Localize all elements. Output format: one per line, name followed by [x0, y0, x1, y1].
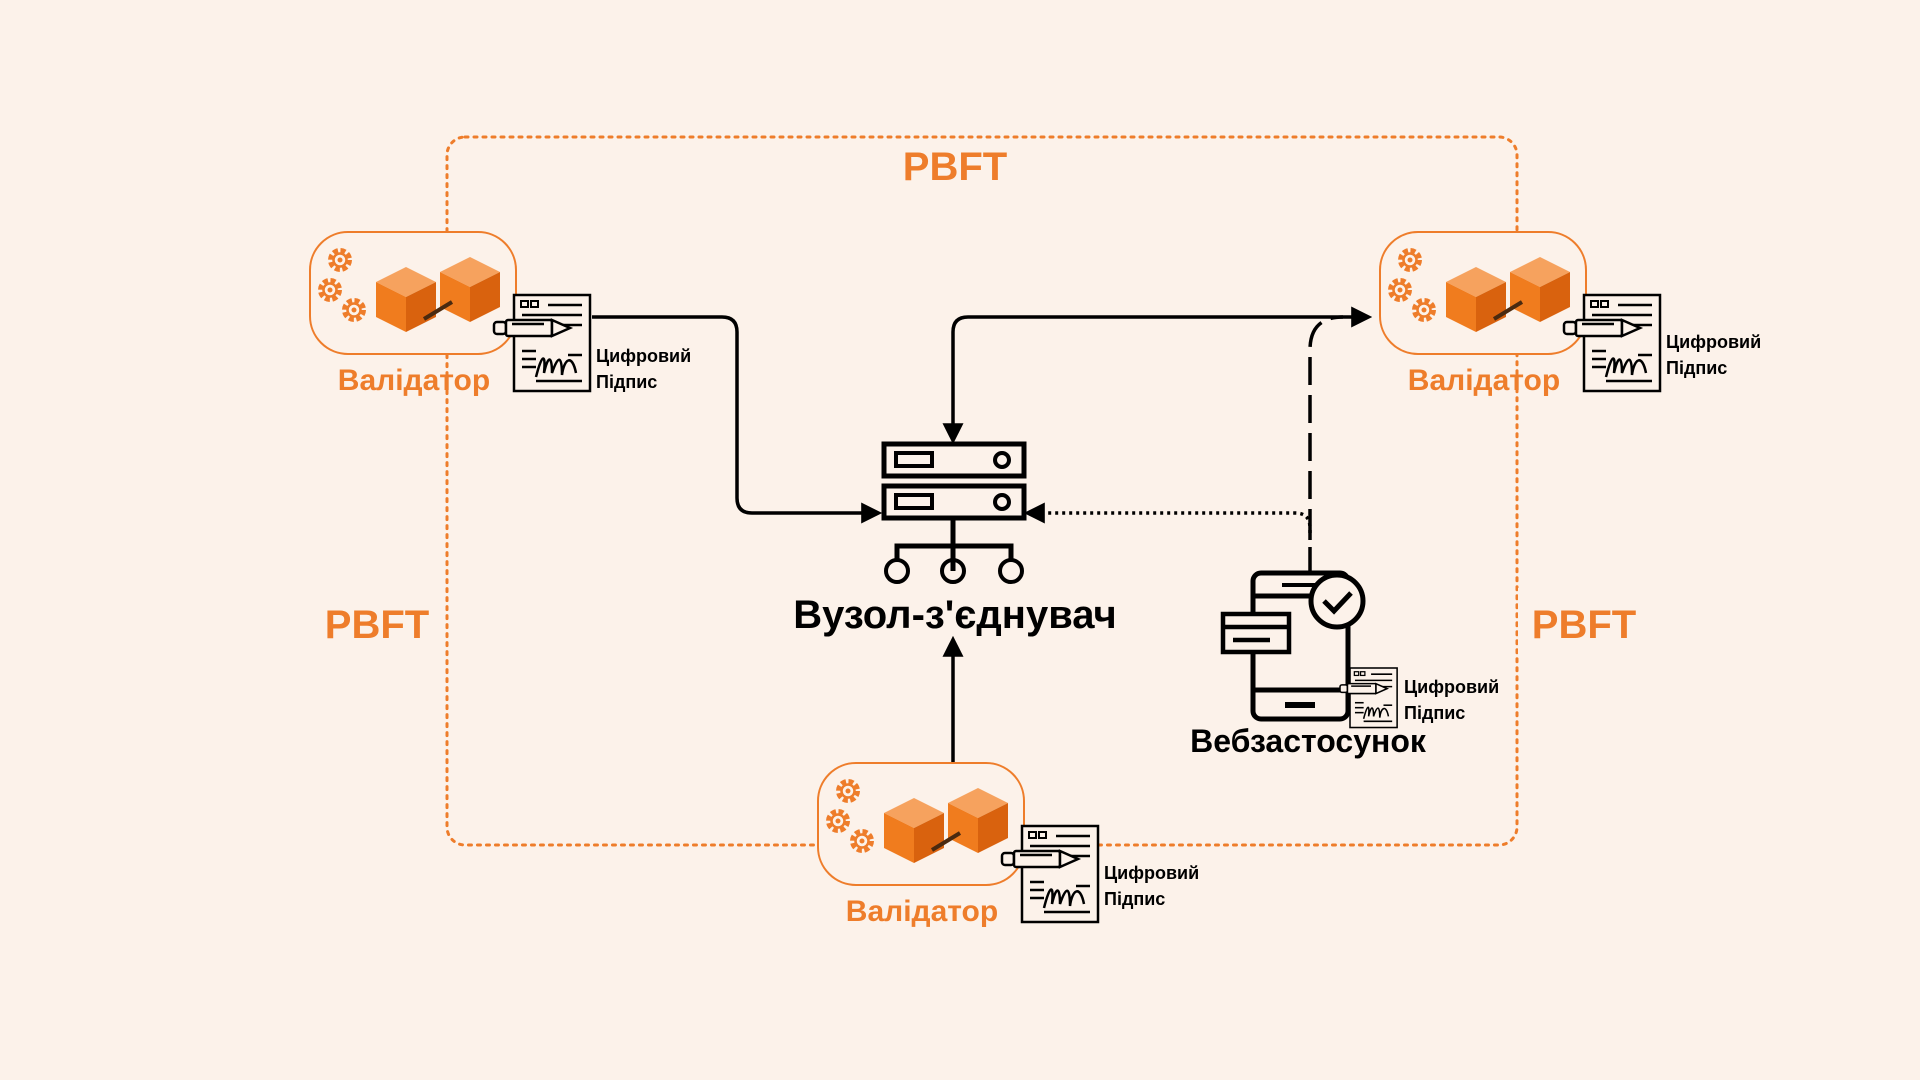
- arrow-connector-validator-right: [942, 306, 1373, 445]
- blockchain-cubes-icon: [1446, 257, 1570, 332]
- dotted-arrow-webapp-to-connector: [1023, 502, 1312, 540]
- pen-icon: [492, 318, 572, 338]
- connector-label: Вузол-з'єднувач: [793, 593, 1116, 637]
- pen-icon: [1562, 318, 1642, 338]
- signature-label-line2: Підпис: [1104, 889, 1165, 909]
- validator-bottom: Валідатор Цифровий Підпис: [817, 762, 1199, 928]
- blockchain-cubes-icon: [884, 788, 1008, 863]
- server-icon: [881, 441, 1027, 584]
- signature-label-line2: Підпис: [1404, 703, 1465, 723]
- signature-label-line1: Цифровий: [1404, 677, 1499, 697]
- signature-label-line1: Цифровий: [1666, 332, 1761, 352]
- validator-label: Валідатор: [338, 364, 490, 397]
- pen-icon: [1000, 849, 1080, 869]
- validator-label: Валідатор: [846, 895, 998, 928]
- signature-document-icon: [1582, 293, 1662, 393]
- signature-document-icon: [1020, 824, 1100, 924]
- connector-node: Вузол-з'єднувач: [793, 441, 1117, 637]
- dashed-link-webapp-to-validator-right: [1308, 315, 1344, 575]
- signature-label-line1: Цифровий: [596, 346, 691, 366]
- webapp-node: Цифровий Підпис Вебзастосунок: [1190, 570, 1499, 759]
- validator-left: Валідатор Цифровий Підпис: [309, 231, 691, 397]
- signature-document-icon: [1349, 667, 1398, 729]
- validator-right: Валідатор Цифровий Підпис: [1379, 231, 1761, 397]
- check-icon: [1308, 572, 1366, 630]
- pbft-label-left: PBFT: [325, 603, 429, 647]
- signature-label-line2: Підпис: [596, 372, 657, 392]
- signature-label-line1: Цифровий: [1104, 863, 1199, 883]
- signature-label-line2: Підпис: [1666, 358, 1727, 378]
- validator-label: Валідатор: [1408, 364, 1560, 397]
- card-icon: [1220, 611, 1292, 655]
- signature-document-icon: [512, 293, 592, 393]
- pen-icon: [1339, 682, 1388, 695]
- webapp-label: Вебзастосунок: [1190, 723, 1427, 759]
- pbft-label-right: PBFT: [1532, 603, 1636, 647]
- pbft-label-top: PBFT: [903, 145, 1007, 189]
- blockchain-cubes-icon: [376, 257, 500, 332]
- arrow-validator-left-to-connector: [592, 315, 883, 524]
